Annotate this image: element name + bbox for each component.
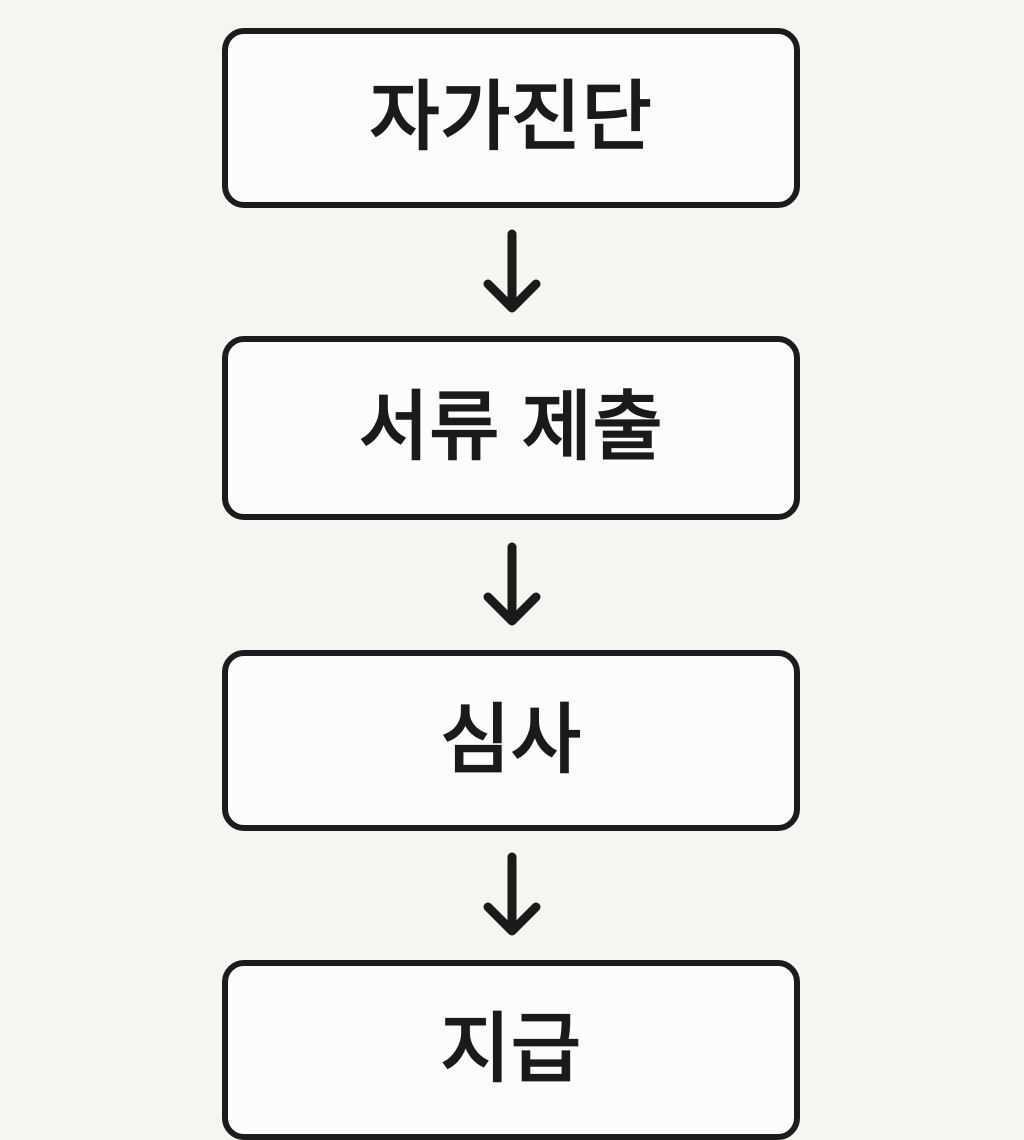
down-arrow-icon bbox=[472, 229, 552, 314]
flowchart-node-label: 지급 bbox=[440, 1007, 582, 1092]
flowchart-node-label: 서류 제출 bbox=[358, 385, 664, 470]
flowchart-node-document-submission[interactable]: 서류 제출 bbox=[222, 336, 800, 520]
flowchart-node-label: 심사 bbox=[440, 697, 582, 783]
flowchart-node-payment[interactable]: 지급 bbox=[222, 960, 800, 1140]
down-arrow-icon bbox=[472, 542, 552, 627]
flowchart-canvas: 자가진단 서류 제출 심사 지급 bbox=[222, 28, 800, 1140]
flowchart-node-label: 자가진단 bbox=[369, 75, 653, 160]
down-arrow-icon bbox=[472, 852, 552, 937]
flowchart-node-review[interactable]: 심사 bbox=[222, 650, 800, 831]
flowchart-node-self-diagnosis[interactable]: 자가진단 bbox=[222, 28, 800, 208]
